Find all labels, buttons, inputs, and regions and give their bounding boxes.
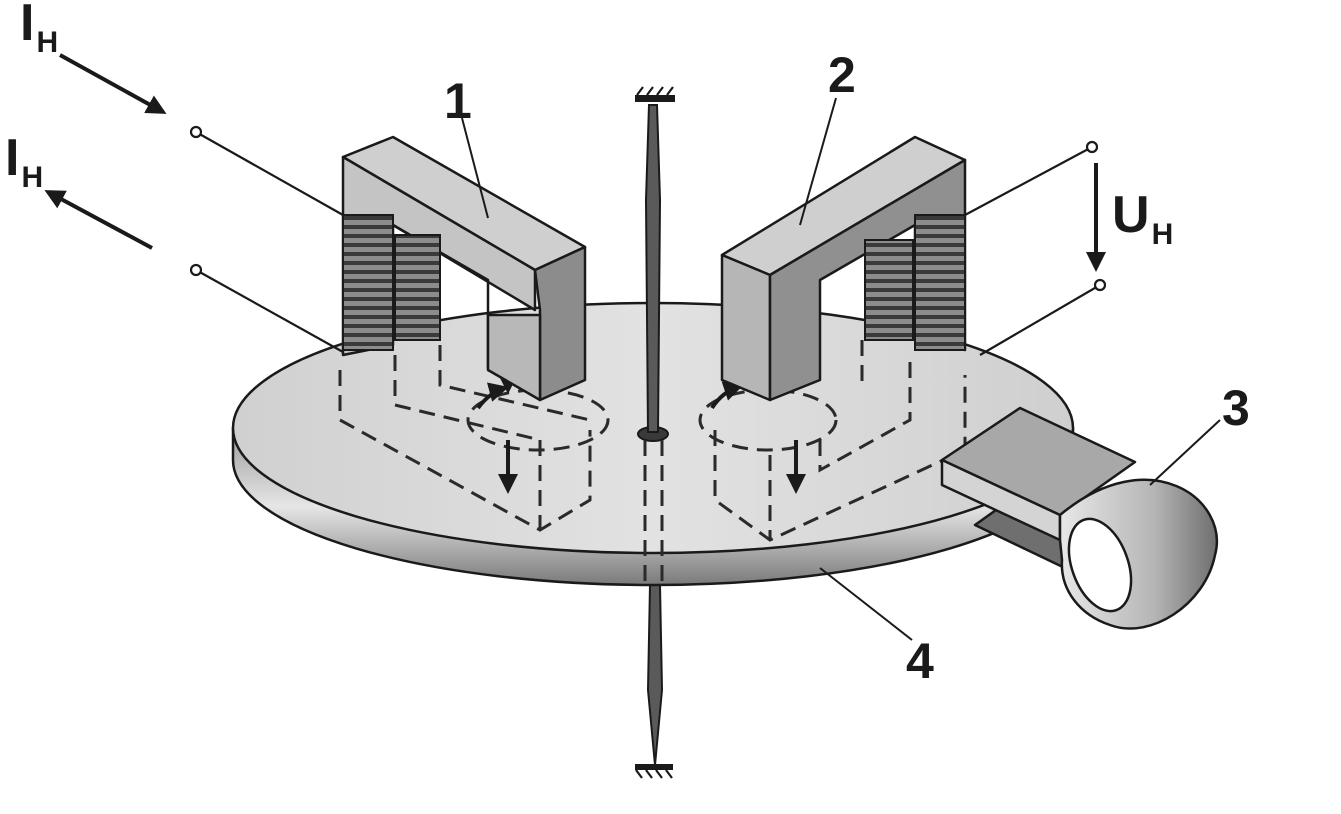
current-coil-right — [394, 234, 441, 341]
voltage-coil-right — [914, 214, 966, 351]
label-current-out: IН — [5, 129, 43, 194]
signal-arrows — [44, 53, 1106, 272]
leader-lines — [461, 97, 1221, 641]
label-part-2: 2 — [828, 47, 856, 103]
label-voltage: UН — [1112, 186, 1173, 251]
label-current-in: IН — [20, 0, 58, 59]
current-terminal-out — [189, 263, 203, 277]
connection-wires — [189, 125, 1107, 356]
flux-paths-dashed — [338, 340, 967, 590]
voltage-terminal-bottom — [1093, 278, 1107, 292]
label-part-1: 1 — [444, 73, 472, 129]
label-part-4: 4 — [906, 633, 934, 689]
voltage-terminal-top — [1085, 140, 1099, 154]
current-coil-left — [342, 214, 394, 351]
current-out-arrow — [44, 190, 153, 250]
current-in-arrow — [59, 53, 167, 114]
voltage-electromagnet — [720, 135, 967, 402]
voltage-coil-left — [864, 239, 914, 341]
current-terminal-in — [189, 125, 203, 139]
current-electromagnet — [341, 135, 587, 402]
spindle-lower — [635, 584, 673, 779]
spindle-upper — [635, 86, 675, 433]
label-part-3: 3 — [1222, 380, 1250, 436]
brake-magnet — [940, 406, 1218, 630]
